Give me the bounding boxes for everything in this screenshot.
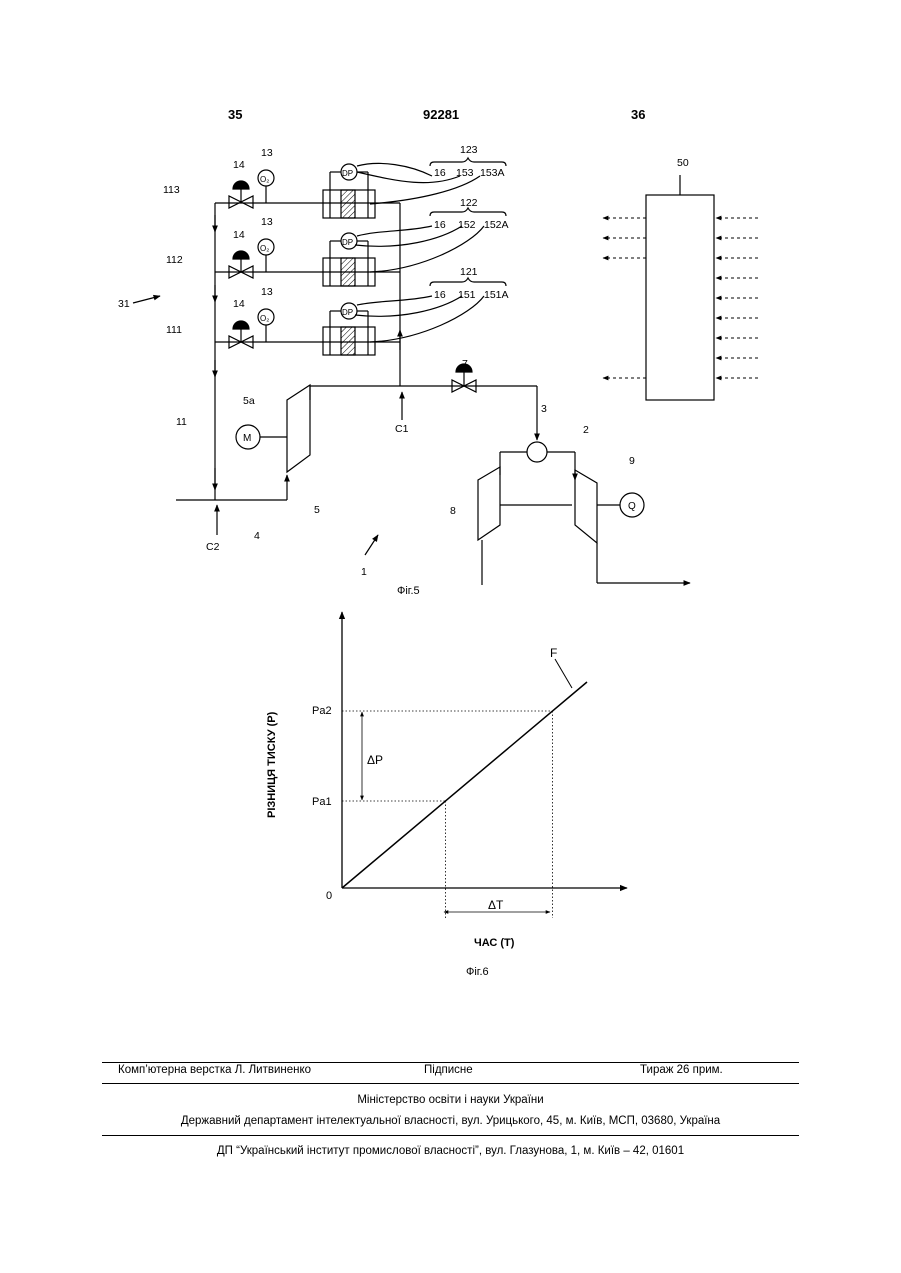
- footer-rule-bottom: [102, 1135, 799, 1136]
- label-153a: 153A: [480, 167, 505, 179]
- label-11: 11: [176, 416, 187, 428]
- layout-credit: Комп’ютерна верстка Л. Литвиненко: [118, 1064, 311, 1076]
- label-151a: 151A: [484, 289, 509, 301]
- label-8: 8: [450, 505, 456, 517]
- label-153: 153: [456, 167, 474, 179]
- label-112: 112: [166, 254, 183, 266]
- label-31: 31: [118, 298, 130, 310]
- fig5-diagram: [133, 158, 714, 585]
- label-50: 50: [677, 157, 689, 169]
- series-f-line: [342, 682, 587, 888]
- series-f-label: F: [550, 646, 557, 660]
- fig5-caption: Фіг.5: [397, 585, 420, 597]
- label-111: 111: [166, 324, 182, 336]
- x-axis-label: ЧАС (T): [474, 937, 515, 949]
- label-4: 4: [254, 530, 260, 542]
- fig6-chart: Pa2 Pa1 0 ΔP ΔT F ЧАС (T) РІЗНИЦЯ ТИСКУ …: [266, 612, 627, 978]
- label-7: 7: [462, 358, 468, 370]
- label-151: 151: [458, 289, 476, 301]
- label-9: 9: [629, 455, 635, 467]
- label-2: 2: [583, 424, 589, 436]
- label-13: 13: [261, 147, 273, 159]
- label-14: 14: [233, 159, 245, 171]
- label-16: 16: [434, 167, 446, 179]
- ministry: Міністерство освіти і науки України: [102, 1094, 799, 1106]
- footer-rule-mid: [102, 1083, 799, 1084]
- label-16: 16: [434, 219, 446, 231]
- label-13: 13: [261, 286, 273, 298]
- footer-rule-top: [102, 1062, 799, 1063]
- label-123: 123: [460, 144, 478, 156]
- label-1: 1: [361, 566, 367, 578]
- label-152: 152: [458, 219, 476, 231]
- label-13: 13: [261, 216, 273, 228]
- circulation: Тираж 26 прим.: [640, 1064, 723, 1076]
- label-121: 121: [460, 266, 478, 278]
- valve-14-mid: [229, 251, 253, 278]
- label-113: 113: [163, 184, 180, 196]
- fig6-caption: Фіг.6: [466, 966, 489, 978]
- o2-sensor-label: O₂: [260, 314, 269, 323]
- label-14: 14: [233, 298, 245, 310]
- o2-sensor-label: O₂: [260, 244, 269, 253]
- label-c1: C1: [395, 423, 409, 435]
- department: Державний департамент інтелектуальної вл…: [102, 1115, 799, 1127]
- valve-14-bot: [229, 321, 253, 348]
- dp-label: DP: [342, 238, 353, 247]
- dp-label: DP: [342, 308, 353, 317]
- y-axis-label: РІЗНИЦЯ ТИСКУ (P): [266, 711, 278, 818]
- label-5: 5: [314, 504, 320, 516]
- label-152a: 152A: [484, 219, 509, 231]
- label-5a: 5a: [243, 395, 255, 407]
- y-tick-pa2: Pa2: [312, 705, 332, 717]
- label-14: 14: [233, 229, 245, 241]
- label-122: 122: [460, 197, 478, 209]
- dp-label: DP: [342, 169, 353, 178]
- delta-t-label: ΔT: [488, 898, 504, 912]
- motor-label: M: [243, 433, 251, 444]
- delta-p-label: ΔP: [367, 753, 383, 767]
- load-label: Q: [628, 501, 636, 512]
- o2-sensor-label: O₂: [260, 175, 269, 184]
- valve-14-top: [229, 181, 253, 208]
- subscription: Підписне: [424, 1064, 473, 1076]
- y-tick-pa1: Pa1: [312, 796, 332, 808]
- label-3: 3: [541, 403, 547, 415]
- label-c2: C2: [206, 541, 220, 553]
- institute: ДП “Український інститут промислової вла…: [102, 1145, 799, 1157]
- f-leader: [555, 659, 572, 688]
- origin-label: 0: [326, 890, 332, 902]
- block-50-flows: [603, 218, 758, 378]
- label-16: 16: [434, 289, 446, 301]
